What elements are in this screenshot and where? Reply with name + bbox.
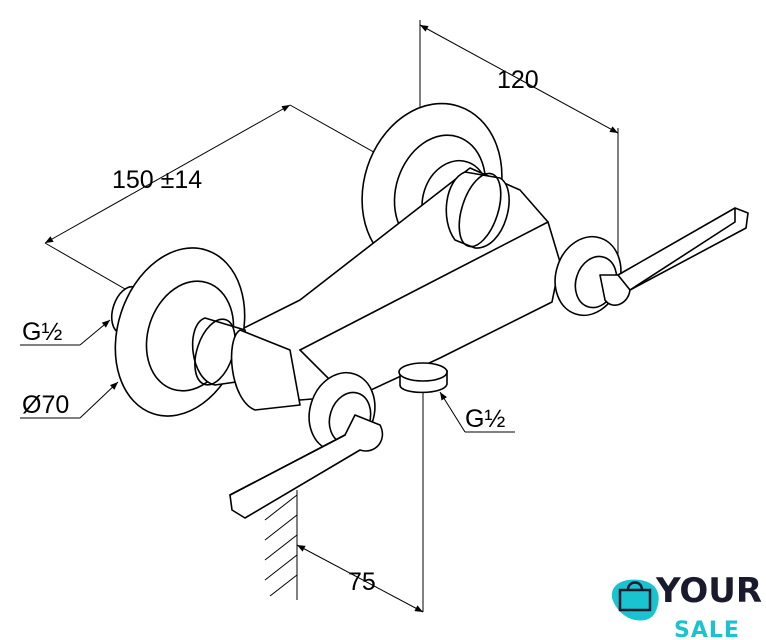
logo-text-sale: SALE: [674, 618, 740, 640]
yoursale-logo: YOUR SALE: [611, 571, 762, 640]
mixer-body: [229, 167, 561, 401]
outlet-thread-label: G½: [465, 405, 505, 433]
dimension-label-150: 150 ±14: [112, 166, 202, 194]
left-lever: [229, 371, 384, 519]
outlet-nozzle: [398, 362, 448, 612]
left-rosette: [110, 247, 301, 417]
logo-text-your: YOUR: [655, 571, 762, 611]
shopping-bag-icon: [618, 581, 652, 612]
dimension-label-75: 75: [348, 568, 376, 596]
wall-hatch: [264, 490, 298, 600]
inlet-thread-label: G½: [22, 318, 62, 346]
dimension-120: 120: [419, 20, 619, 255]
rosette-diameter-label: Ø70: [22, 391, 69, 419]
label-outlet-thread: G½: [439, 391, 515, 433]
label-inlet-thread: G½: [20, 318, 111, 346]
dimension-150: 150 ±14: [44, 104, 421, 313]
dimension-75: 75: [296, 544, 424, 613]
right-lever: [554, 207, 749, 317]
dimension-label-120: 120: [497, 66, 539, 94]
label-rosette-diameter: Ø70: [20, 381, 119, 419]
